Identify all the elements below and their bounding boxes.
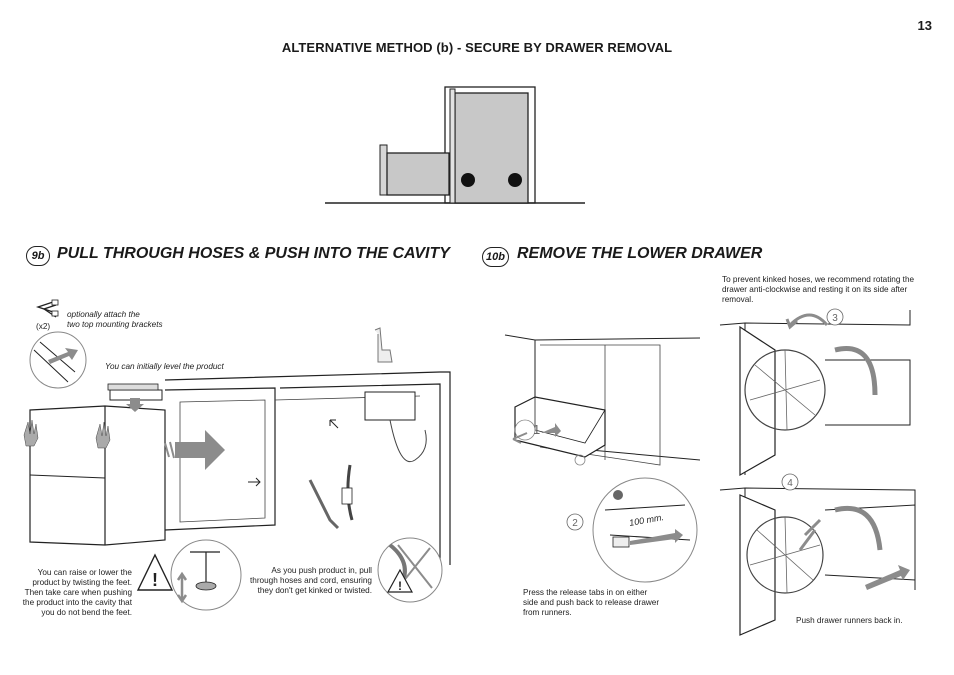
arrow-icon bbox=[630, 529, 683, 545]
hand-icon bbox=[95, 421, 111, 449]
wheel-icon bbox=[508, 173, 522, 187]
push-note: As you push product in, pull through hos… bbox=[250, 566, 372, 595]
step-10b-title: REMOVE THE LOWER DRAWER bbox=[517, 245, 763, 262]
arrow-icon bbox=[48, 348, 78, 364]
hose-note: To prevent kinked hoses, we recommend ro… bbox=[722, 275, 915, 304]
hand-icon bbox=[23, 419, 39, 447]
warning-icon bbox=[136, 553, 174, 591]
step-badge-10b: 10b bbox=[482, 247, 509, 267]
arrow-icon bbox=[175, 430, 225, 470]
bracket-note-line1: optionally attach the bbox=[67, 310, 140, 319]
step-label-1: 1 bbox=[533, 422, 541, 437]
page-number: 13 bbox=[917, 18, 932, 33]
step-badge-9b: 9b bbox=[26, 246, 50, 266]
arrow-icon bbox=[785, 313, 829, 330]
step-label-2: 2 bbox=[572, 518, 578, 529]
spirit-level-icon bbox=[107, 383, 159, 391]
svg-text:!: ! bbox=[152, 570, 158, 590]
rotate-drawer-diagram: 3 bbox=[719, 308, 911, 477]
drawer-release-diagram: 2 bbox=[504, 334, 701, 583]
bracket-icon bbox=[35, 299, 59, 318]
step-label-3: 3 bbox=[832, 313, 838, 324]
step-label-4: 4 bbox=[787, 478, 793, 489]
arrow-icon bbox=[865, 565, 910, 590]
push-into-cavity-diagram: ! ! bbox=[23, 327, 451, 611]
arrow-icon bbox=[798, 518, 822, 551]
feet-note: You can raise or lower the product by tw… bbox=[22, 568, 132, 617]
tap-icon bbox=[374, 327, 393, 363]
release-note: Press the release tabs in on either side… bbox=[523, 588, 660, 617]
bracket-note-line2: two top mounting brackets bbox=[67, 320, 163, 329]
arrow-icon bbox=[126, 398, 144, 412]
level-note: You can initially level the product bbox=[105, 362, 224, 371]
warning-icon bbox=[386, 568, 414, 593]
push-runners-diagram: 4 bbox=[719, 473, 916, 636]
drawer-removal-diagram bbox=[325, 86, 585, 204]
page-title: ALTERNATIVE METHOD (b) - SECURE BY DRAWE… bbox=[281, 40, 673, 55]
runners-note: Push drawer runners back in. bbox=[796, 616, 903, 625]
svg-text:!: ! bbox=[398, 579, 402, 593]
step-9b-title: PULL THROUGH HOSES & PUSH INTO THE CAVIT… bbox=[57, 245, 450, 262]
wheel-icon bbox=[461, 173, 475, 187]
arrow-icon bbox=[541, 423, 561, 437]
arrow-icon bbox=[176, 571, 188, 604]
bracket-count: (x2) bbox=[36, 322, 51, 331]
arrow-icon bbox=[512, 432, 528, 444]
